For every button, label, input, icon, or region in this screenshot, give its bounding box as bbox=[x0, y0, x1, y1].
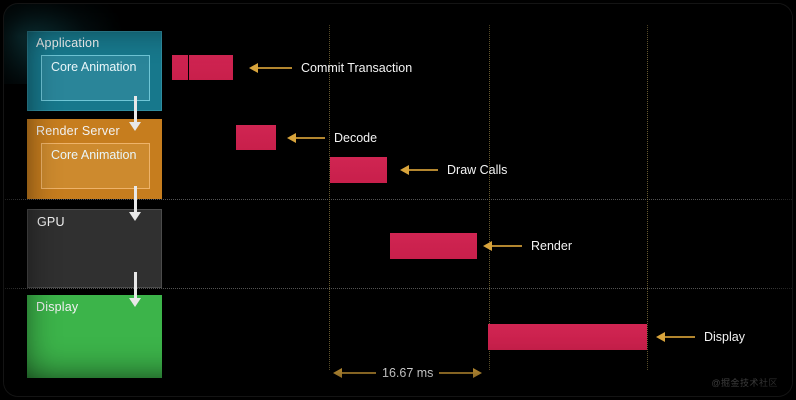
lane-application-core-animation: Core Animation bbox=[41, 55, 150, 101]
callout-draw-calls: Draw Calls bbox=[400, 162, 507, 178]
callout-line bbox=[409, 169, 438, 171]
bar-display bbox=[488, 324, 647, 350]
lane-render-server-title: Render Server bbox=[36, 124, 120, 138]
callout-display: Display bbox=[656, 329, 745, 345]
callout-display-label: Display bbox=[704, 330, 745, 344]
callout-line bbox=[296, 137, 325, 139]
bar-decode bbox=[236, 125, 276, 150]
callout-draw-calls-label: Draw Calls bbox=[447, 163, 508, 177]
callout-line bbox=[665, 336, 695, 338]
callout-commit-transaction-label: Commit Transaction bbox=[301, 61, 413, 75]
gridline-horizontal-display-top bbox=[4, 288, 792, 289]
bar-commit-transaction bbox=[172, 55, 233, 80]
lane-render-server: Render Server Core Animation bbox=[27, 119, 162, 199]
flow-arrow-gpu-to-display-line bbox=[134, 272, 137, 298]
gridline-horizontal-gpu-top bbox=[4, 199, 792, 200]
left-arrow-icon bbox=[400, 165, 409, 175]
diagram-frame: Application Core Animation Render Server… bbox=[4, 4, 792, 396]
left-arrow-icon bbox=[656, 332, 665, 342]
gridline-vertical-frame-mid bbox=[489, 25, 490, 370]
left-arrow-icon bbox=[483, 241, 492, 251]
lane-display-title: Display bbox=[36, 300, 79, 314]
lane-render-server-core-animation-label: Core Animation bbox=[51, 148, 137, 162]
bar-render bbox=[390, 233, 477, 259]
callout-render: Render bbox=[483, 238, 572, 254]
right-arrow-icon bbox=[473, 368, 483, 378]
gridline-vertical-frame-start bbox=[329, 25, 330, 370]
flow-arrow-render-to-gpu-head bbox=[129, 212, 141, 221]
callout-decode: Decode bbox=[287, 130, 377, 146]
flow-arrow-gpu-to-display-head bbox=[129, 298, 141, 307]
callout-line bbox=[492, 245, 522, 247]
flow-arrow-render-to-gpu-line bbox=[134, 186, 137, 212]
lane-application: Application Core Animation bbox=[27, 31, 162, 111]
lane-display: Display bbox=[27, 295, 162, 378]
frame-duration-label: 16.67 ms bbox=[382, 366, 434, 380]
left-arrow-icon bbox=[249, 63, 258, 73]
callout-render-label: Render bbox=[531, 239, 572, 253]
flow-arrow-app-to-render-head bbox=[129, 122, 141, 131]
gridline-vertical-frame-end bbox=[647, 25, 648, 370]
left-arrow-icon bbox=[287, 133, 296, 143]
left-arrow-icon bbox=[333, 368, 342, 378]
lane-gpu: GPU bbox=[27, 209, 162, 288]
lane-application-core-animation-label: Core Animation bbox=[51, 60, 137, 74]
lane-render-server-core-animation: Core Animation bbox=[41, 143, 150, 189]
callout-commit-transaction: Commit Transaction bbox=[249, 60, 412, 76]
frame-duration-measure: 16.67 ms bbox=[333, 365, 493, 381]
lane-gpu-title: GPU bbox=[37, 215, 65, 229]
measure-line-right bbox=[439, 372, 474, 374]
measure-line-left bbox=[342, 372, 376, 374]
callout-line bbox=[258, 67, 292, 69]
bar-draw-calls bbox=[330, 157, 387, 183]
watermark: @掘金技术社区 bbox=[711, 378, 778, 388]
callout-decode-label: Decode bbox=[334, 131, 378, 145]
lane-application-title: Application bbox=[36, 36, 100, 50]
flow-arrow-app-to-render-line bbox=[134, 96, 137, 122]
